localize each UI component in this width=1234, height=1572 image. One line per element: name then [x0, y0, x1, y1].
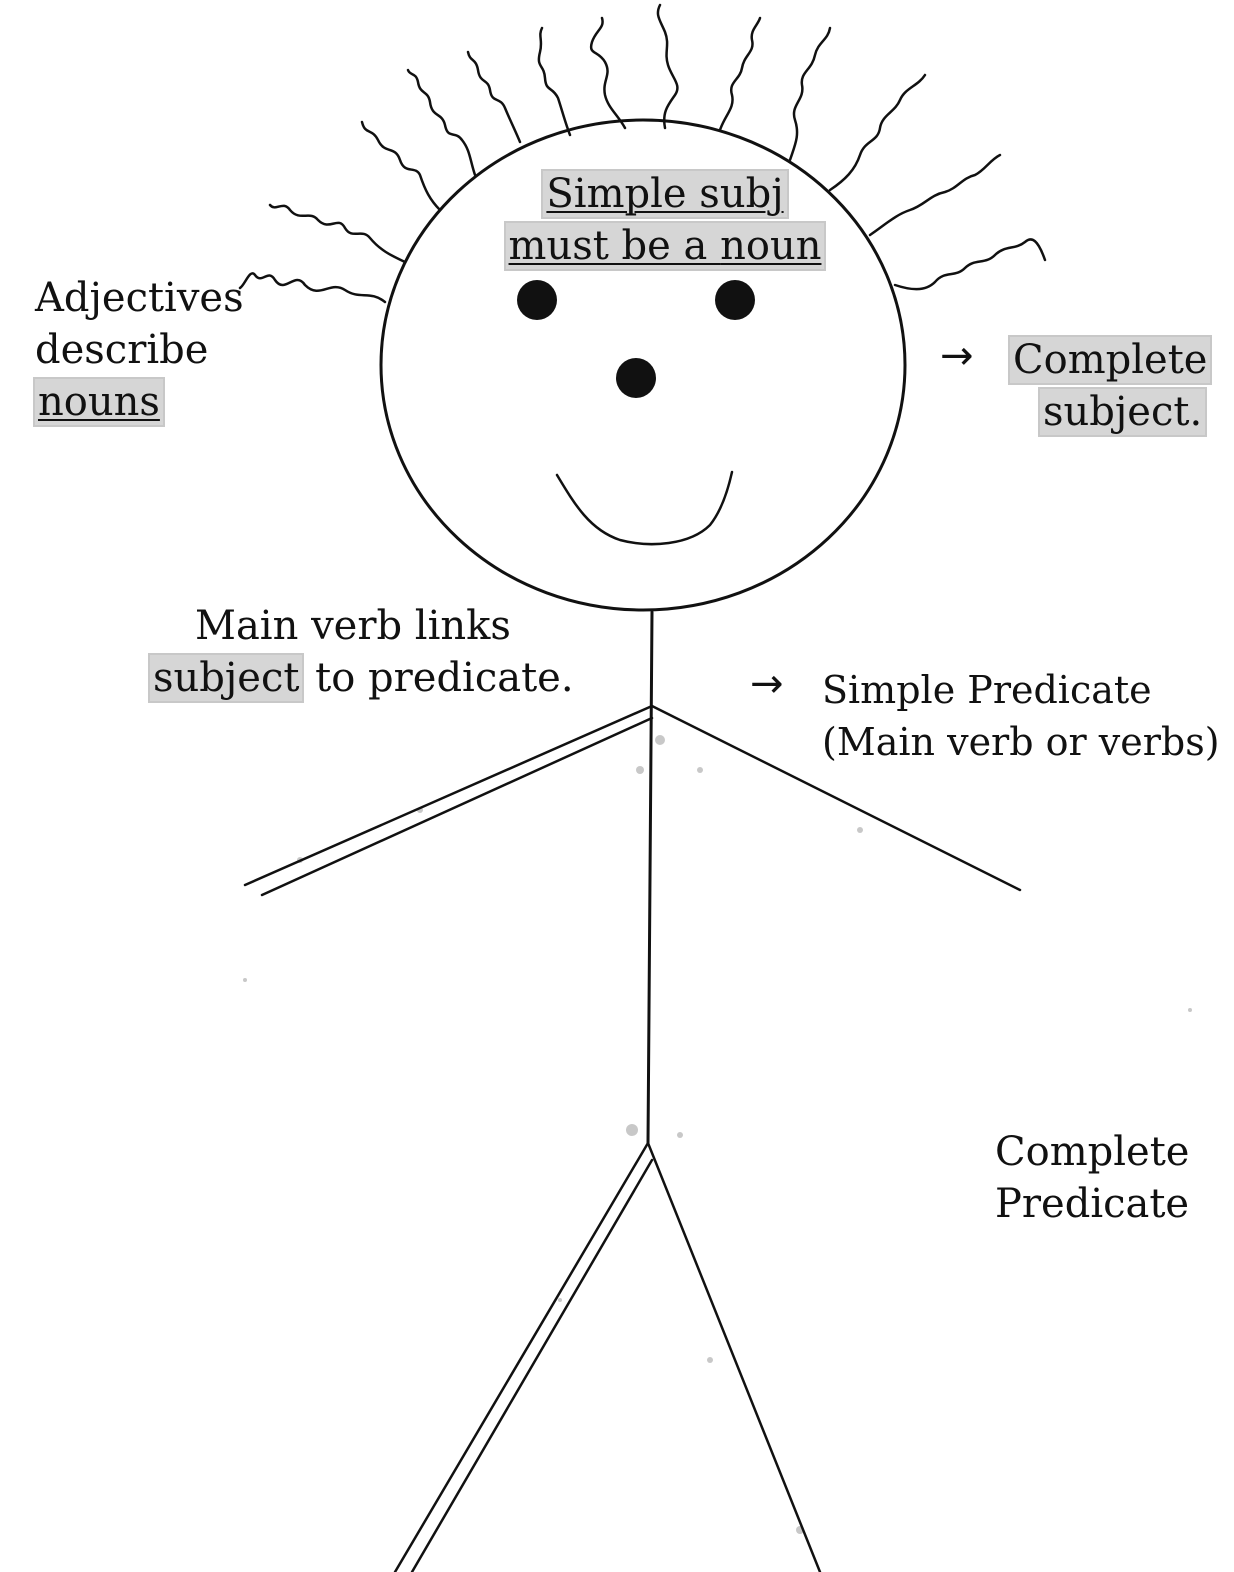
hair-strand-12: [870, 155, 1000, 235]
hair-strand-5: [468, 52, 520, 142]
main-verb-subject: subject: [150, 655, 302, 701]
main-verb-label: Main verb links subject to predicate.: [150, 600, 574, 704]
complete-subject-label: Complete subject.: [1010, 334, 1210, 438]
hair-strand-2: [270, 205, 405, 262]
adjectives-label: Adjectives describe nouns: [35, 272, 244, 428]
smile: [557, 472, 732, 544]
right-eye: [715, 280, 755, 320]
hair-strand-3: [362, 122, 440, 210]
hair-strand-4: [408, 70, 475, 175]
hair-strand-13: [895, 239, 1045, 289]
torso-line: [648, 612, 652, 1143]
hair-strand-1: [240, 273, 385, 302]
complete-subject-line1: Complete: [1010, 337, 1210, 383]
arrow-complete-subject: →: [940, 330, 974, 382]
simple-subject-noun: noun: [720, 223, 821, 269]
hair-strand-11: [830, 75, 925, 190]
simple-predicate-line2: (Main verb or verbs): [822, 716, 1220, 768]
right-leg: [648, 1143, 820, 1572]
nose: [616, 358, 656, 398]
left-leg: [395, 1143, 652, 1572]
simple-subject-line1: Simple subj: [543, 171, 786, 217]
arrow-simple-predicate: →: [750, 658, 784, 710]
complete-predicate-line1: Complete: [995, 1126, 1189, 1178]
adjectives-line1: Adjectives: [35, 272, 244, 324]
simple-subject-label: Simple subj must be a noun: [505, 168, 825, 272]
simple-predicate-label: Simple Predicate (Main verb or verbs): [822, 664, 1220, 768]
left-eye: [517, 280, 557, 320]
main-verb-line2-rest: to predicate.: [302, 655, 573, 701]
adjectives-line2: describe: [35, 324, 244, 376]
simple-subject-line2-prefix: must be a: [509, 223, 721, 269]
hair-strand-10: [790, 28, 830, 160]
main-verb-line1: Main verb links: [150, 600, 574, 652]
complete-predicate-line2: Predicate: [995, 1178, 1189, 1230]
simple-predicate-line1: Simple Predicate: [822, 664, 1220, 716]
left-arm: [245, 706, 652, 895]
hair-strand-7: [591, 18, 625, 128]
hair-strand-9: [720, 18, 760, 130]
complete-predicate-label: Complete Predicate: [995, 1126, 1189, 1230]
complete-subject-line2: subject.: [1040, 389, 1205, 435]
hair-strand-8: [658, 5, 677, 128]
hair-strand-6: [539, 28, 570, 135]
adjectives-line3: nouns: [35, 379, 163, 425]
